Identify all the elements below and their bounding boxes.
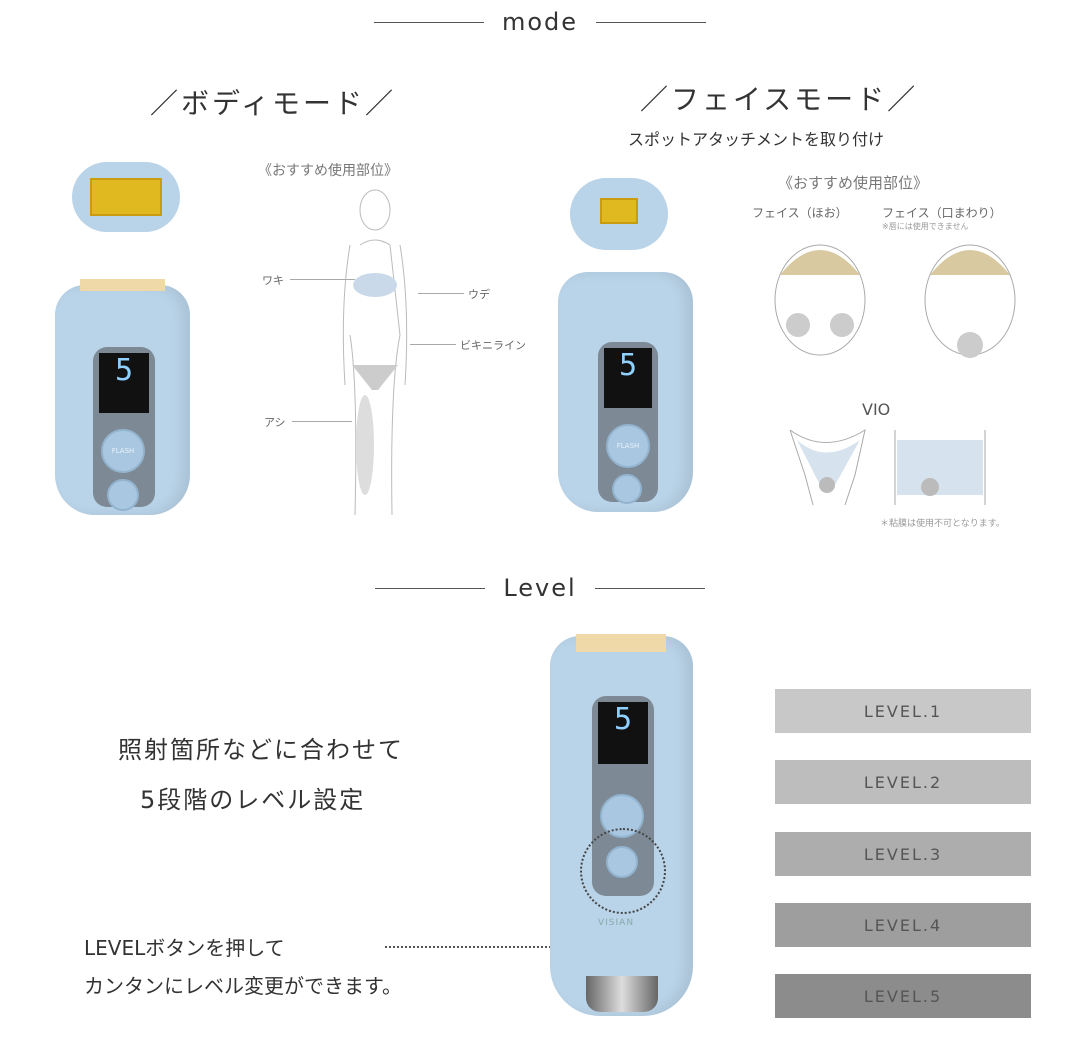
level-2: LEVEL.2 — [775, 760, 1031, 804]
level-4: LEVEL.4 — [775, 903, 1031, 947]
mode-heading: mode — [0, 8, 1080, 36]
face-mode-title: ／フェイスモード／ — [640, 83, 919, 116]
flash-label: FLASH — [111, 447, 135, 455]
level-3: LEVEL.3 — [775, 832, 1031, 876]
body-figure — [342, 189, 408, 516]
level-button — [107, 479, 139, 511]
face-mode-device: 5 FLASH — [558, 272, 693, 512]
flash-button: FLASH — [101, 429, 145, 473]
vio-illustrations — [789, 428, 986, 506]
level-5: LEVEL.5 — [775, 974, 1031, 1018]
face-illustrations — [774, 244, 1016, 358]
flash-button: FLASH — [606, 424, 650, 468]
level-button — [612, 474, 642, 504]
face-mode-subtitle: スポットアタッチメントを取り付け — [628, 130, 885, 149]
body-mode-title: ／ボディモード／ — [150, 87, 397, 120]
body-recommended: 《おすすめ使用部位》 — [258, 163, 398, 179]
body-mode-device: 5 FLASH — [55, 279, 190, 515]
flash-label: FLASH — [616, 442, 640, 450]
body-attachment — [72, 162, 180, 232]
level-device: 5 VISIAN — [550, 634, 693, 1016]
level-heading: Level — [0, 574, 1080, 602]
level-1: LEVEL.1 — [775, 689, 1031, 733]
spot-attachment — [570, 178, 668, 250]
